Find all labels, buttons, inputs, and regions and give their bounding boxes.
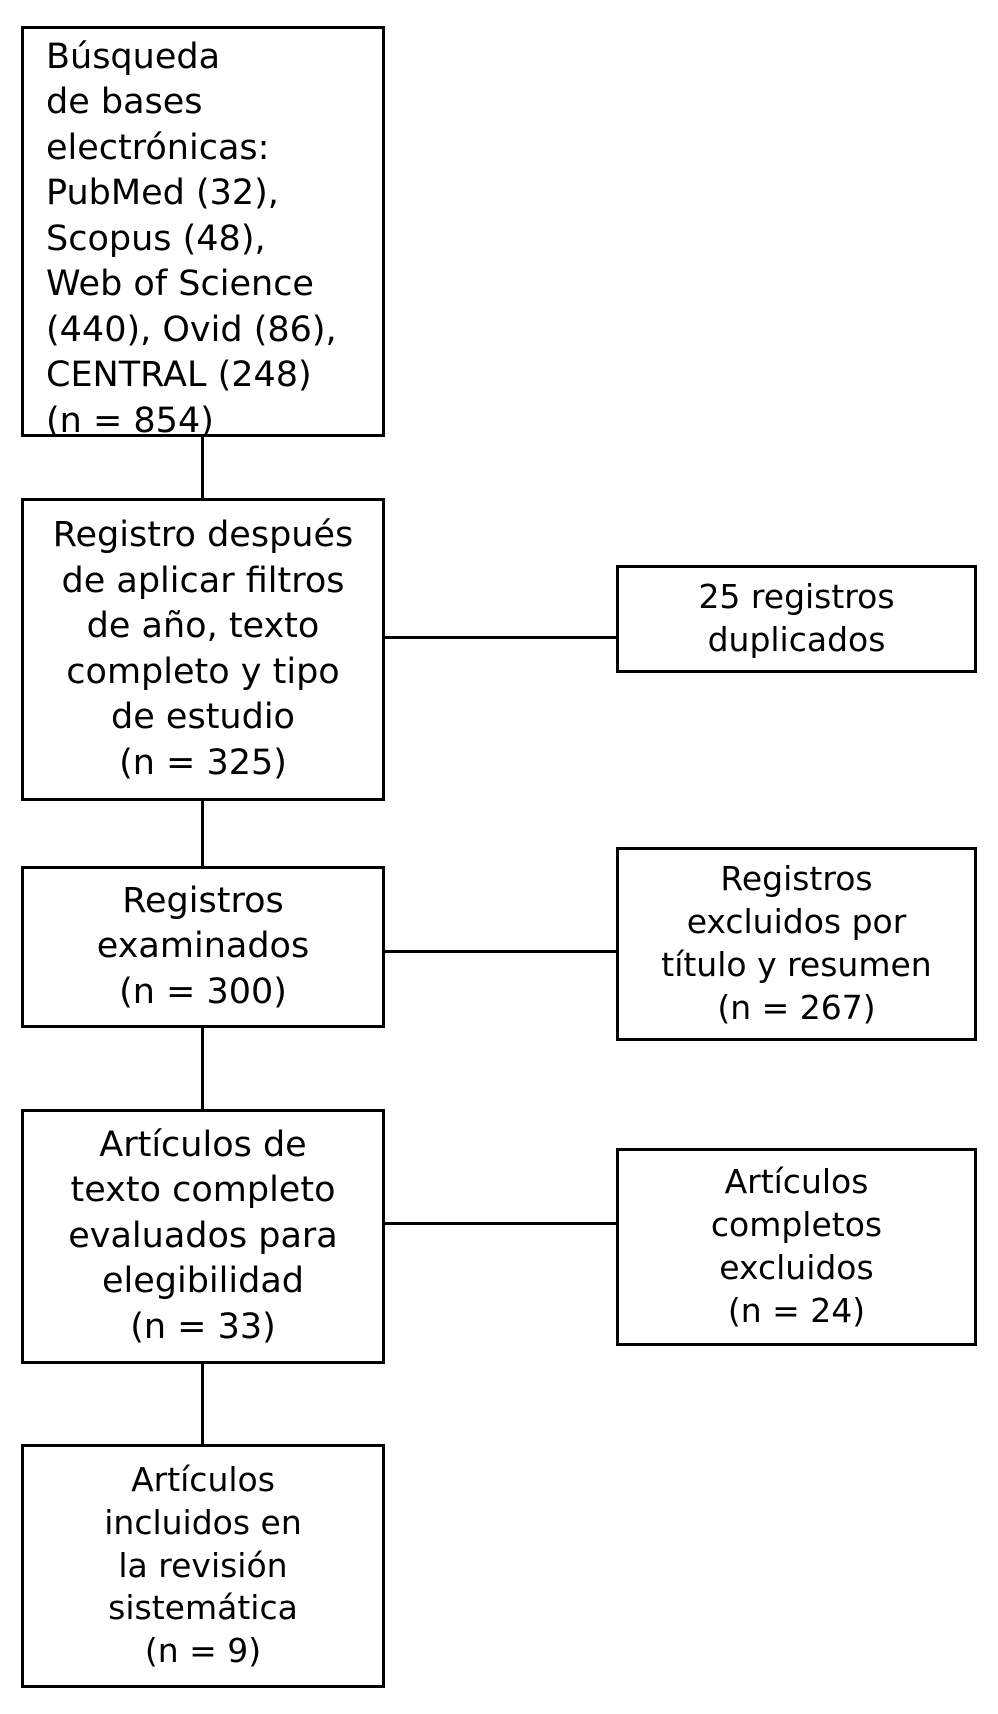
- connector-identification-to-filtered: [201, 437, 204, 498]
- connector-screened-to-eligibility: [201, 1028, 204, 1109]
- node-studies-included: Artículos incluidos en la revisión siste…: [21, 1444, 385, 1688]
- connector-filtered-to-screened: [201, 801, 204, 866]
- connector-eligibility-to-excluded-full: [384, 1222, 618, 1225]
- node-identification-records-label: Búsqueda de bases electrónicas: PubMed (…: [46, 36, 337, 441]
- connector-screened-to-excluded-title: [384, 950, 618, 953]
- node-records-after-filters: Registro después de aplicar filtros de a…: [21, 498, 385, 801]
- node-full-text-assessed-eligibility: Artículos de texto completo evaluados pa…: [21, 1109, 385, 1364]
- connector-filtered-to-duplicates: [384, 636, 618, 639]
- node-identification-records: Búsqueda de bases electrónicas: PubMed (…: [21, 26, 385, 441]
- node-records-excluded-title-abstract-label: Registros excluidos por título y resumen…: [661, 859, 932, 1027]
- node-full-text-assessed-eligibility-label: Artículos de texto completo evaluados pa…: [68, 1124, 338, 1347]
- node-full-text-articles-excluded: Artículos completos excluidos (n = 24): [616, 1148, 977, 1346]
- node-duplicate-records-removed-label: 25 registros duplicados: [698, 577, 895, 659]
- node-full-text-articles-excluded-label: Artículos completos excluidos (n = 24): [710, 1162, 883, 1330]
- node-records-after-filters-label: Registro después de aplicar filtros de a…: [52, 515, 354, 783]
- node-records-screened: Registros examinados (n = 300): [21, 866, 385, 1028]
- connector-eligibility-to-included: [201, 1364, 204, 1444]
- node-records-screened-label: Registros examinados (n = 300): [96, 880, 310, 1012]
- node-records-excluded-title-abstract: Registros excluidos por título y resumen…: [616, 847, 977, 1041]
- node-studies-included-label: Artículos incluidos en la revisión siste…: [104, 1459, 302, 1671]
- node-duplicate-records-removed: 25 registros duplicados: [616, 565, 977, 673]
